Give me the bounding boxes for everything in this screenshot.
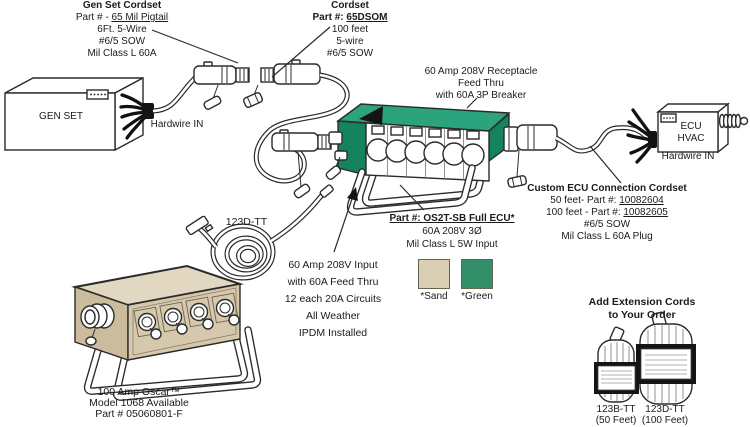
ecu-cordset-title: Custom ECU Connection Cordset [527,183,687,194]
part-number: 65 Mil Pigtail [111,12,169,23]
sand-swatch-label: *Sand [420,291,448,302]
vent-label-icon [86,89,109,100]
leader-ecu-cordset [589,145,622,184]
green-swatch-label: *Green [461,291,493,302]
ecu-hardwire-label: Hardwire IN [661,151,715,162]
cordset-spec: 5-wire [336,36,364,47]
cord1-label: 123B-TT (50 Feet) [595,404,637,426]
genset-cordset-note: Gen Set Cordset Part # - 65 Mil Pigtail … [42,0,202,60]
direction-arrow-icon [359,106,383,125]
cordset-part: Part #: 65DSOM [312,12,388,23]
sand-color-swatch [418,259,450,289]
cordset-connector-right [260,59,321,85]
os2t-spec: Mil Class L 5W Input [406,239,498,250]
oscar-unit [71,264,244,361]
cordset-spec: #6/5 SOW [326,48,374,59]
leader-lines [151,26,622,253]
ecu-pigtail-wires-icon [626,108,657,164]
oscar-side-connector-icon [80,303,115,346]
unit-receptacles-icon [366,125,485,167]
flex-conduit-icon [718,113,749,129]
genset-hardwire-label: Hardwire IN [150,119,204,130]
genset-cordset-spec: #6/5 SOW [98,36,146,47]
extension-cord-123btt-icon [594,326,639,403]
ecu-cordset-opt1: 50 feet- Part #: 10082604 [550,195,664,206]
genset-cordset-spec: 6Ft. 5-Wire [97,24,147,35]
unit-input-connector [271,129,332,199]
genset-cordset-title: Gen Set Cordset [82,0,162,11]
ipdm-unit [325,103,511,182]
genset-cable [152,75,198,114]
cordset-spec: 100 feet [331,24,369,35]
cordset-connector-left [193,61,250,85]
leader-os2t [399,184,425,211]
leader-receptacle-note [466,97,478,109]
extension-cord-123dtt-icon [636,311,696,405]
coil-cord-label: 123D-TT [225,216,268,228]
cordset-title: Cordset [331,0,369,11]
cordset-cable [253,72,350,184]
part-number: 65DSOM [346,12,388,23]
leader-genset-cordset [151,29,239,64]
unit-stand-front [346,164,476,216]
part-number: 10082605 [623,207,668,218]
leader-cordset [271,26,331,78]
ecu-cordset-opt2: 100 feet - Part #: 10082605 [546,207,668,218]
ecu-label: ECU HVAC [677,121,705,144]
ipdm-note: 60 Amp 208V Input with 60A Feed Thru 12 … [284,259,382,339]
genset-pigtail-wires-icon [119,93,154,140]
unit-stand-rear [361,156,490,207]
os2t-note: Part #: OS2T-SB Full ECU* 60A 208V 3Ø Mi… [387,212,517,251]
coil-cord-123dtt-icon [185,184,334,281]
gen-set-label: GEN SET [39,111,83,122]
ipdm-arrow-icon [333,187,358,253]
green-color-swatch [461,259,493,289]
vent-label-icon [660,113,677,123]
oscar-stand [83,326,262,401]
ecu-cordset-note: Custom ECU Connection Cordset 50 feet- P… [522,183,692,243]
ecu-plug-and-cable [503,124,652,188]
genset-cordset-spec: Mil Class L 60A [87,48,157,59]
os2t-title: Part #: OS2T-SB Full ECU* [389,213,515,224]
part-number: 10082604 [619,195,664,206]
ecu-cordset-spec: #6/5 SOW [583,219,631,230]
oscar-receptacles-icon [133,292,240,340]
genset-cordset-part: Part # - 65 Mil Pigtail [75,12,169,23]
oscar-note: 100 Amp Oscar™ Model 1068 Available Part… [89,386,189,420]
os2t-spec: 60A 208V 3Ø [422,226,482,237]
t-blade-plug-icon [185,215,214,236]
cordset-note: Cordset Part #: 65DSOM 100 feet 5-wire #… [290,0,410,60]
cord2-label: 123D-TT (100 Feet) [641,404,689,426]
ecu-box [656,102,749,154]
extensions-title: Add Extension Cords to Your Order [588,296,696,321]
connector-cap-icon [203,84,263,110]
ecu-cordset-spec: Mil Class L 60A Plug [561,231,653,242]
receptacle-note: 60 Amp 208V Receptacle Feed Thru with 60… [424,66,538,101]
